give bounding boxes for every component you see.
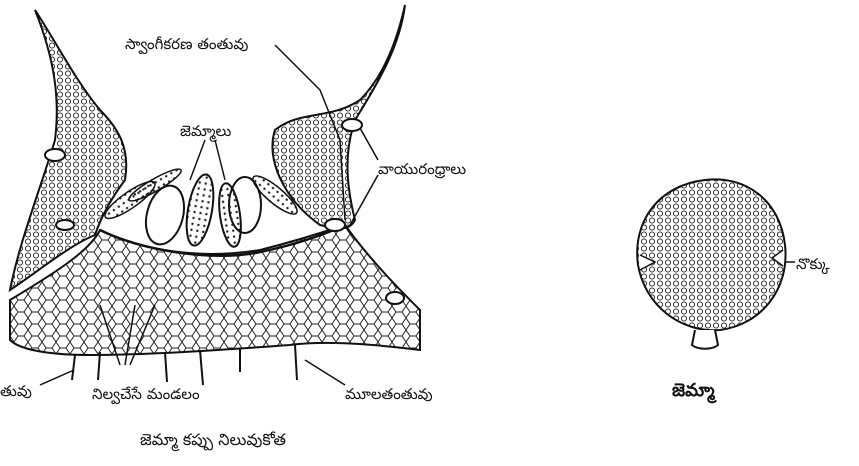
caption-gemma-cup-section: జెమ్మా కప్పు నిలువుకోత [140, 430, 286, 453]
label-assimilatory-filament: స్వాంగీకరణ తంతువు [125, 35, 248, 53]
label-air-pores: వాయురంధ్రాలు [378, 160, 466, 178]
label-storage-zone: నిల్వచేసే మండలం [92, 385, 200, 403]
label-rhizoids: మూలతంతువు [345, 385, 433, 403]
label-scale-partial: తువు [0, 382, 32, 400]
gemmae-group [101, 165, 302, 249]
gemma-single [637, 179, 785, 348]
caption-gemma: జెమ్మా [672, 380, 715, 405]
cup-wall-right [272, 5, 405, 228]
label-gemmae: జెమ్మాలు [180, 122, 231, 140]
label-notch: నొక్కు [796, 255, 830, 273]
